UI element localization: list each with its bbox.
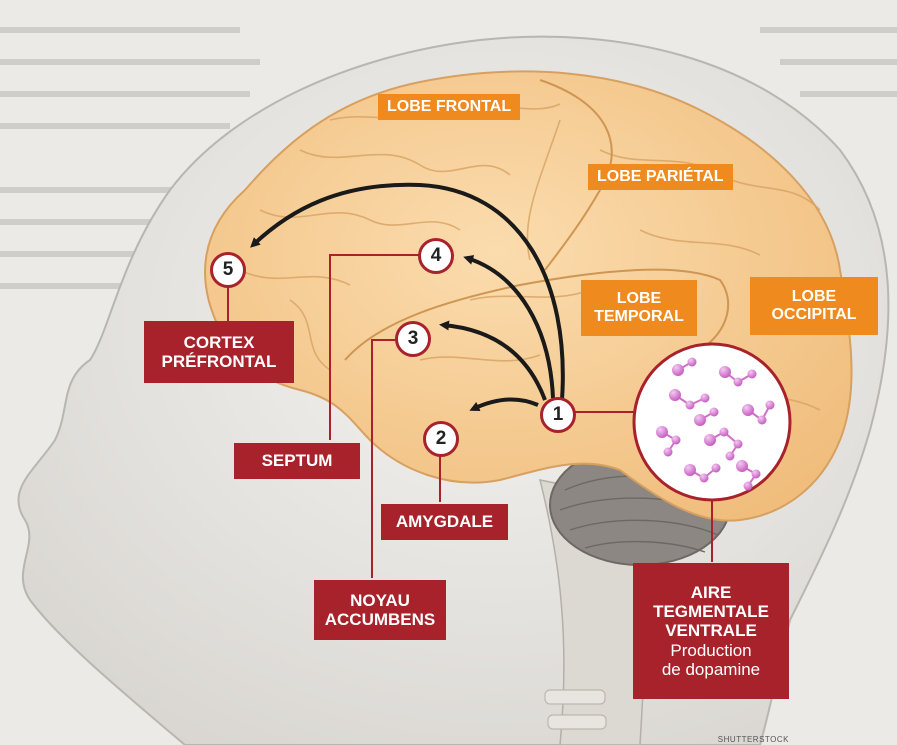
molecule-atom	[752, 470, 761, 479]
label-noyau-line2: ACCUMBENS	[325, 610, 436, 629]
label-lobe-parietal: LOBE PARIÉTAL	[588, 164, 733, 190]
label-lobe-temporal-line1: LOBE	[617, 290, 661, 308]
label-cortex-line1: CORTEX	[184, 333, 255, 352]
dopamine-molecule-circle	[634, 344, 790, 500]
molecule-atom	[672, 364, 684, 376]
molecule-atom	[688, 358, 697, 367]
molecule-atom	[686, 401, 695, 410]
label-noyau-accumbens: NOYAU ACCUMBENS	[314, 580, 446, 640]
molecule-atom	[664, 448, 673, 457]
molecule-atom	[701, 394, 710, 403]
label-lobe-occipital-line1: LOBE	[792, 288, 836, 306]
molecule-atom	[656, 426, 668, 438]
molecule-atom	[694, 414, 706, 426]
label-cortex-prefrontal: CORTEX PRÉFRONTAL	[144, 321, 294, 383]
label-lobe-occipital: LOBE OCCIPITAL	[750, 277, 878, 335]
label-aire-line2: TEGMENTALE	[653, 602, 769, 621]
image-credit: SHUTTERSTOCK	[718, 735, 789, 744]
molecule-atom	[669, 389, 681, 401]
molecule-atom	[736, 460, 748, 472]
label-aire-line1: AIRE	[691, 583, 732, 602]
molecule-atom	[726, 452, 735, 461]
label-aire-line5: de dopamine	[662, 660, 760, 679]
molecule-atom	[710, 408, 719, 417]
molecule-atom	[744, 482, 753, 491]
molecule-atom	[758, 416, 767, 425]
label-lobe-occipital-line2: OCCIPITAL	[771, 306, 856, 324]
molecule-atom	[712, 464, 721, 473]
label-aire-tegmentale-ventrale: AIRE TEGMENTALE VENTRALE Production de d…	[633, 563, 789, 699]
label-noyau-line1: NOYAU	[350, 591, 410, 610]
label-cortex-line2: PRÉFRONTAL	[162, 352, 277, 371]
label-lobe-temporal-line2: TEMPORAL	[594, 308, 684, 326]
label-aire-line3: VENTRALE	[665, 621, 757, 640]
marker-4: 4	[418, 238, 454, 274]
marker-1: 1	[540, 397, 576, 433]
label-septum: SEPTUM	[234, 443, 360, 479]
molecule-atom	[720, 428, 729, 437]
molecule-atom	[766, 401, 775, 410]
marker-5: 5	[210, 252, 246, 288]
molecule-atom	[704, 434, 716, 446]
label-aire-line4: Production	[670, 641, 751, 660]
molecule-atom	[734, 378, 743, 387]
label-lobe-temporal: LOBE TEMPORAL	[581, 280, 697, 336]
molecule-atom	[734, 440, 743, 449]
molecule-atom	[719, 366, 731, 378]
molecule-atom	[684, 464, 696, 476]
molecule-atom	[672, 436, 681, 445]
label-lobe-frontal: LOBE FRONTAL	[378, 94, 520, 120]
molecule-atom	[700, 474, 709, 483]
marker-3: 3	[395, 321, 431, 357]
molecule-atom	[742, 404, 754, 416]
molecule-atom	[748, 370, 757, 379]
marker-2: 2	[423, 421, 459, 457]
label-amygdale: AMYGDALE	[381, 504, 508, 540]
